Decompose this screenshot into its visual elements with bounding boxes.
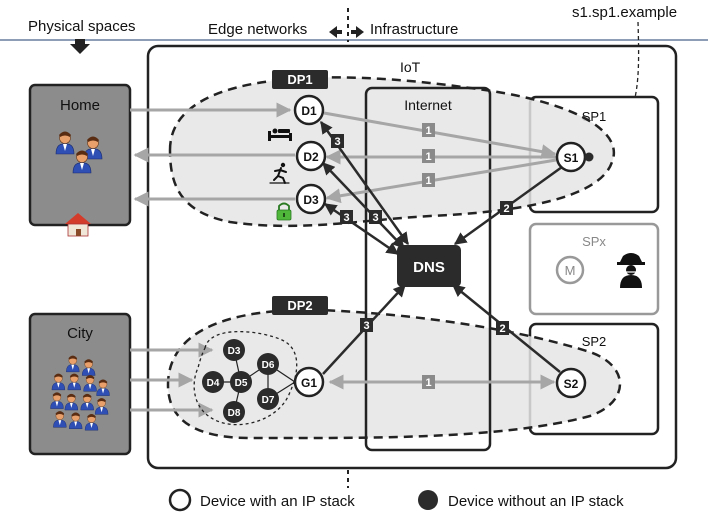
cluster-d3-label: D3 — [228, 346, 241, 357]
spx-box — [528, 222, 660, 316]
flow-badge — [360, 318, 373, 332]
flow-badge-label: 3 — [343, 212, 349, 224]
d3-dns-flow — [323, 202, 400, 256]
flow-badge-label: 1 — [425, 125, 431, 137]
d2-label: D2 — [303, 150, 319, 164]
iot-boundary — [146, 44, 678, 470]
flow-badge-label: 1 — [425, 377, 431, 389]
spx-label: SPx — [582, 234, 606, 249]
device-d7 — [257, 388, 279, 410]
device-d3-non-ip — [223, 339, 245, 361]
legend-non-ip-icon — [418, 490, 438, 510]
cluster-d8-label: D8 — [228, 408, 241, 419]
iot-label: IoT — [400, 59, 421, 75]
dns-label: DNS — [413, 259, 445, 276]
bed-icon — [268, 128, 292, 141]
dp1-label: DP1 — [287, 72, 312, 87]
flow-badge — [496, 321, 509, 335]
cluster-d4-label: D4 — [207, 378, 220, 389]
device-d1 — [293, 94, 325, 126]
device-d4 — [202, 371, 224, 393]
internet-box — [364, 86, 492, 452]
d1-label: D1 — [301, 104, 317, 118]
m-label: M — [565, 263, 576, 278]
malicious-node-m — [555, 255, 585, 285]
device-d3 — [295, 183, 327, 215]
flow-badge — [331, 134, 344, 148]
legend-ip-label: Device with an IP stack — [200, 493, 355, 510]
infrastructure-label: Infrastructure — [370, 21, 458, 38]
physical-spaces-label: Physical spaces — [28, 18, 136, 35]
flow-badge-label: 1 — [425, 175, 431, 187]
d3-label: D3 — [303, 193, 319, 207]
d1-to-s1-flow — [323, 111, 557, 160]
padlock-icon — [276, 202, 292, 221]
internet-label: Internet — [404, 97, 452, 113]
s1-non-ip-device — [584, 152, 594, 162]
s2-label: S2 — [564, 377, 579, 391]
cluster-d6-label: D6 — [262, 360, 275, 371]
legend-ip-icon — [168, 488, 192, 512]
server-s2 — [555, 367, 587, 399]
runner-icon — [269, 162, 290, 184]
dp2-tag — [272, 296, 328, 315]
flow-badge-label: 1 — [425, 151, 431, 163]
device-d6 — [257, 353, 279, 375]
flow-badge — [369, 210, 382, 224]
dp2-label: DP2 — [287, 298, 312, 313]
s1-domain-label: s1.sp1.example — [572, 4, 677, 21]
sp2-label: SP2 — [582, 334, 607, 349]
flow-badge — [422, 123, 435, 137]
dp1-tag — [272, 70, 328, 89]
flow-badge — [500, 201, 513, 215]
g1-label: G1 — [301, 376, 317, 390]
flow-badge-label: 3 — [363, 320, 369, 332]
flow-badge-label: 3 — [372, 212, 378, 224]
flow-badge-label: 3 — [334, 136, 340, 148]
dns-server — [397, 245, 461, 287]
cluster-d7-label: D7 — [262, 395, 275, 406]
arrow-down-icon — [70, 39, 90, 54]
edge-networks-label: Edge networks — [208, 21, 307, 38]
cluster-d5-label: D5 — [235, 378, 248, 389]
spy-icon — [617, 253, 645, 288]
city-panel — [28, 312, 132, 456]
arrow-right-icon — [351, 26, 364, 38]
flow-badge-label: 2 — [499, 323, 505, 335]
city-label: City — [67, 325, 93, 342]
device-d2 — [295, 140, 327, 172]
flow-badge — [422, 173, 435, 187]
home-label: Home — [60, 97, 100, 114]
device-d8 — [223, 401, 245, 423]
s1-label: S1 — [564, 151, 579, 165]
flow-badge — [340, 210, 353, 224]
house-icon — [65, 213, 91, 237]
flow-badge — [422, 149, 435, 163]
legend-non-ip-label: Device without an IP stack — [448, 493, 624, 510]
device-d5 — [230, 371, 252, 393]
flow-badge-label: 2 — [503, 203, 509, 215]
arrow-left-icon — [329, 26, 342, 38]
flow-badge — [422, 375, 435, 389]
